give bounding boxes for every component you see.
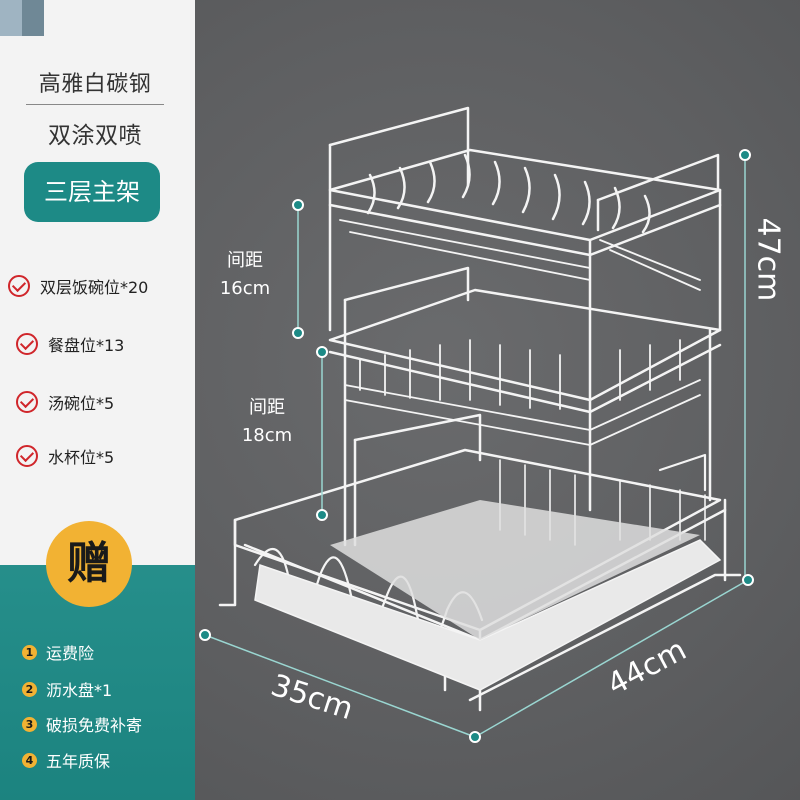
gap-1-title: 间距 [227,250,263,271]
dimension-dot [316,346,328,358]
gap-2-title: 间距 [249,397,285,418]
gap-1-value: 16cm [219,278,271,299]
corner-swatch-dark [22,0,44,36]
dimension-dot [199,629,211,641]
bonus-label: 运费险 [46,644,95,663]
bonus-item: 3 破损免费补寄 [22,712,142,736]
feature-item: 汤碗位*5 [16,388,114,416]
feature-label: 水杯位*5 [48,448,115,467]
gap-1-label: 间距 16cm [210,247,280,303]
corner-swatch-light [0,0,22,36]
bonus-item: 2 沥水盘*1 [22,677,112,701]
dimension-dot [742,574,754,586]
bonus-label: 沥水盘*1 [46,681,113,700]
dimension-dot [469,731,481,743]
bonus-item: 4 五年质保 [22,748,110,772]
dish-rack-illustration [199,106,754,743]
title-divider [26,104,164,105]
dimension-dot [739,149,751,161]
feature-label: 双层饭碗位*20 [40,278,149,297]
dimension-dot [316,509,328,521]
feature-item: 水杯位*5 [16,442,114,470]
feature-label: 餐盘位*13 [48,336,125,355]
check-circle-icon [16,445,38,467]
dimension-dot [292,327,304,339]
number-badge-icon: 1 [22,644,37,660]
top-tier-rack [328,106,722,512]
gap-2-label: 间距 18cm [232,394,302,450]
coating-title: 双涂双喷 [48,123,142,149]
bonus-label: 破损免费补寄 [46,716,143,735]
gift-badge: 赠 [46,521,132,607]
gap-2-value: 18cm [241,425,293,446]
check-circle-icon [16,391,38,413]
height-dimension: 47cm [750,217,786,302]
bonus-label: 五年质保 [46,752,111,771]
tier-badge: 三层主架 [24,162,160,222]
left-panel-top [0,0,195,565]
dimension-dots [199,149,754,743]
drain-tray [254,500,722,691]
feature-item: 餐盘位*13 [16,330,124,358]
check-circle-icon [16,333,38,355]
feature-item: 双层饭碗位*20 [8,272,148,300]
middle-tier-rack [328,266,722,547]
check-circle-icon [8,275,30,297]
dimension-dot [292,199,304,211]
number-badge-icon: 3 [22,716,37,732]
bonus-item: 1 运费险 [22,640,94,664]
feature-label: 汤碗位*5 [48,394,115,413]
left-info-panel: 高雅白碳钢 双涂双喷 三层主架 双层饭碗位*20 餐盘位*13 汤碗位*5 水杯… [0,0,195,800]
dimension-guides [204,155,749,738]
number-badge-icon: 2 [22,681,37,697]
material-title: 高雅白碳钢 [38,72,152,97]
number-badge-icon: 4 [22,752,37,768]
